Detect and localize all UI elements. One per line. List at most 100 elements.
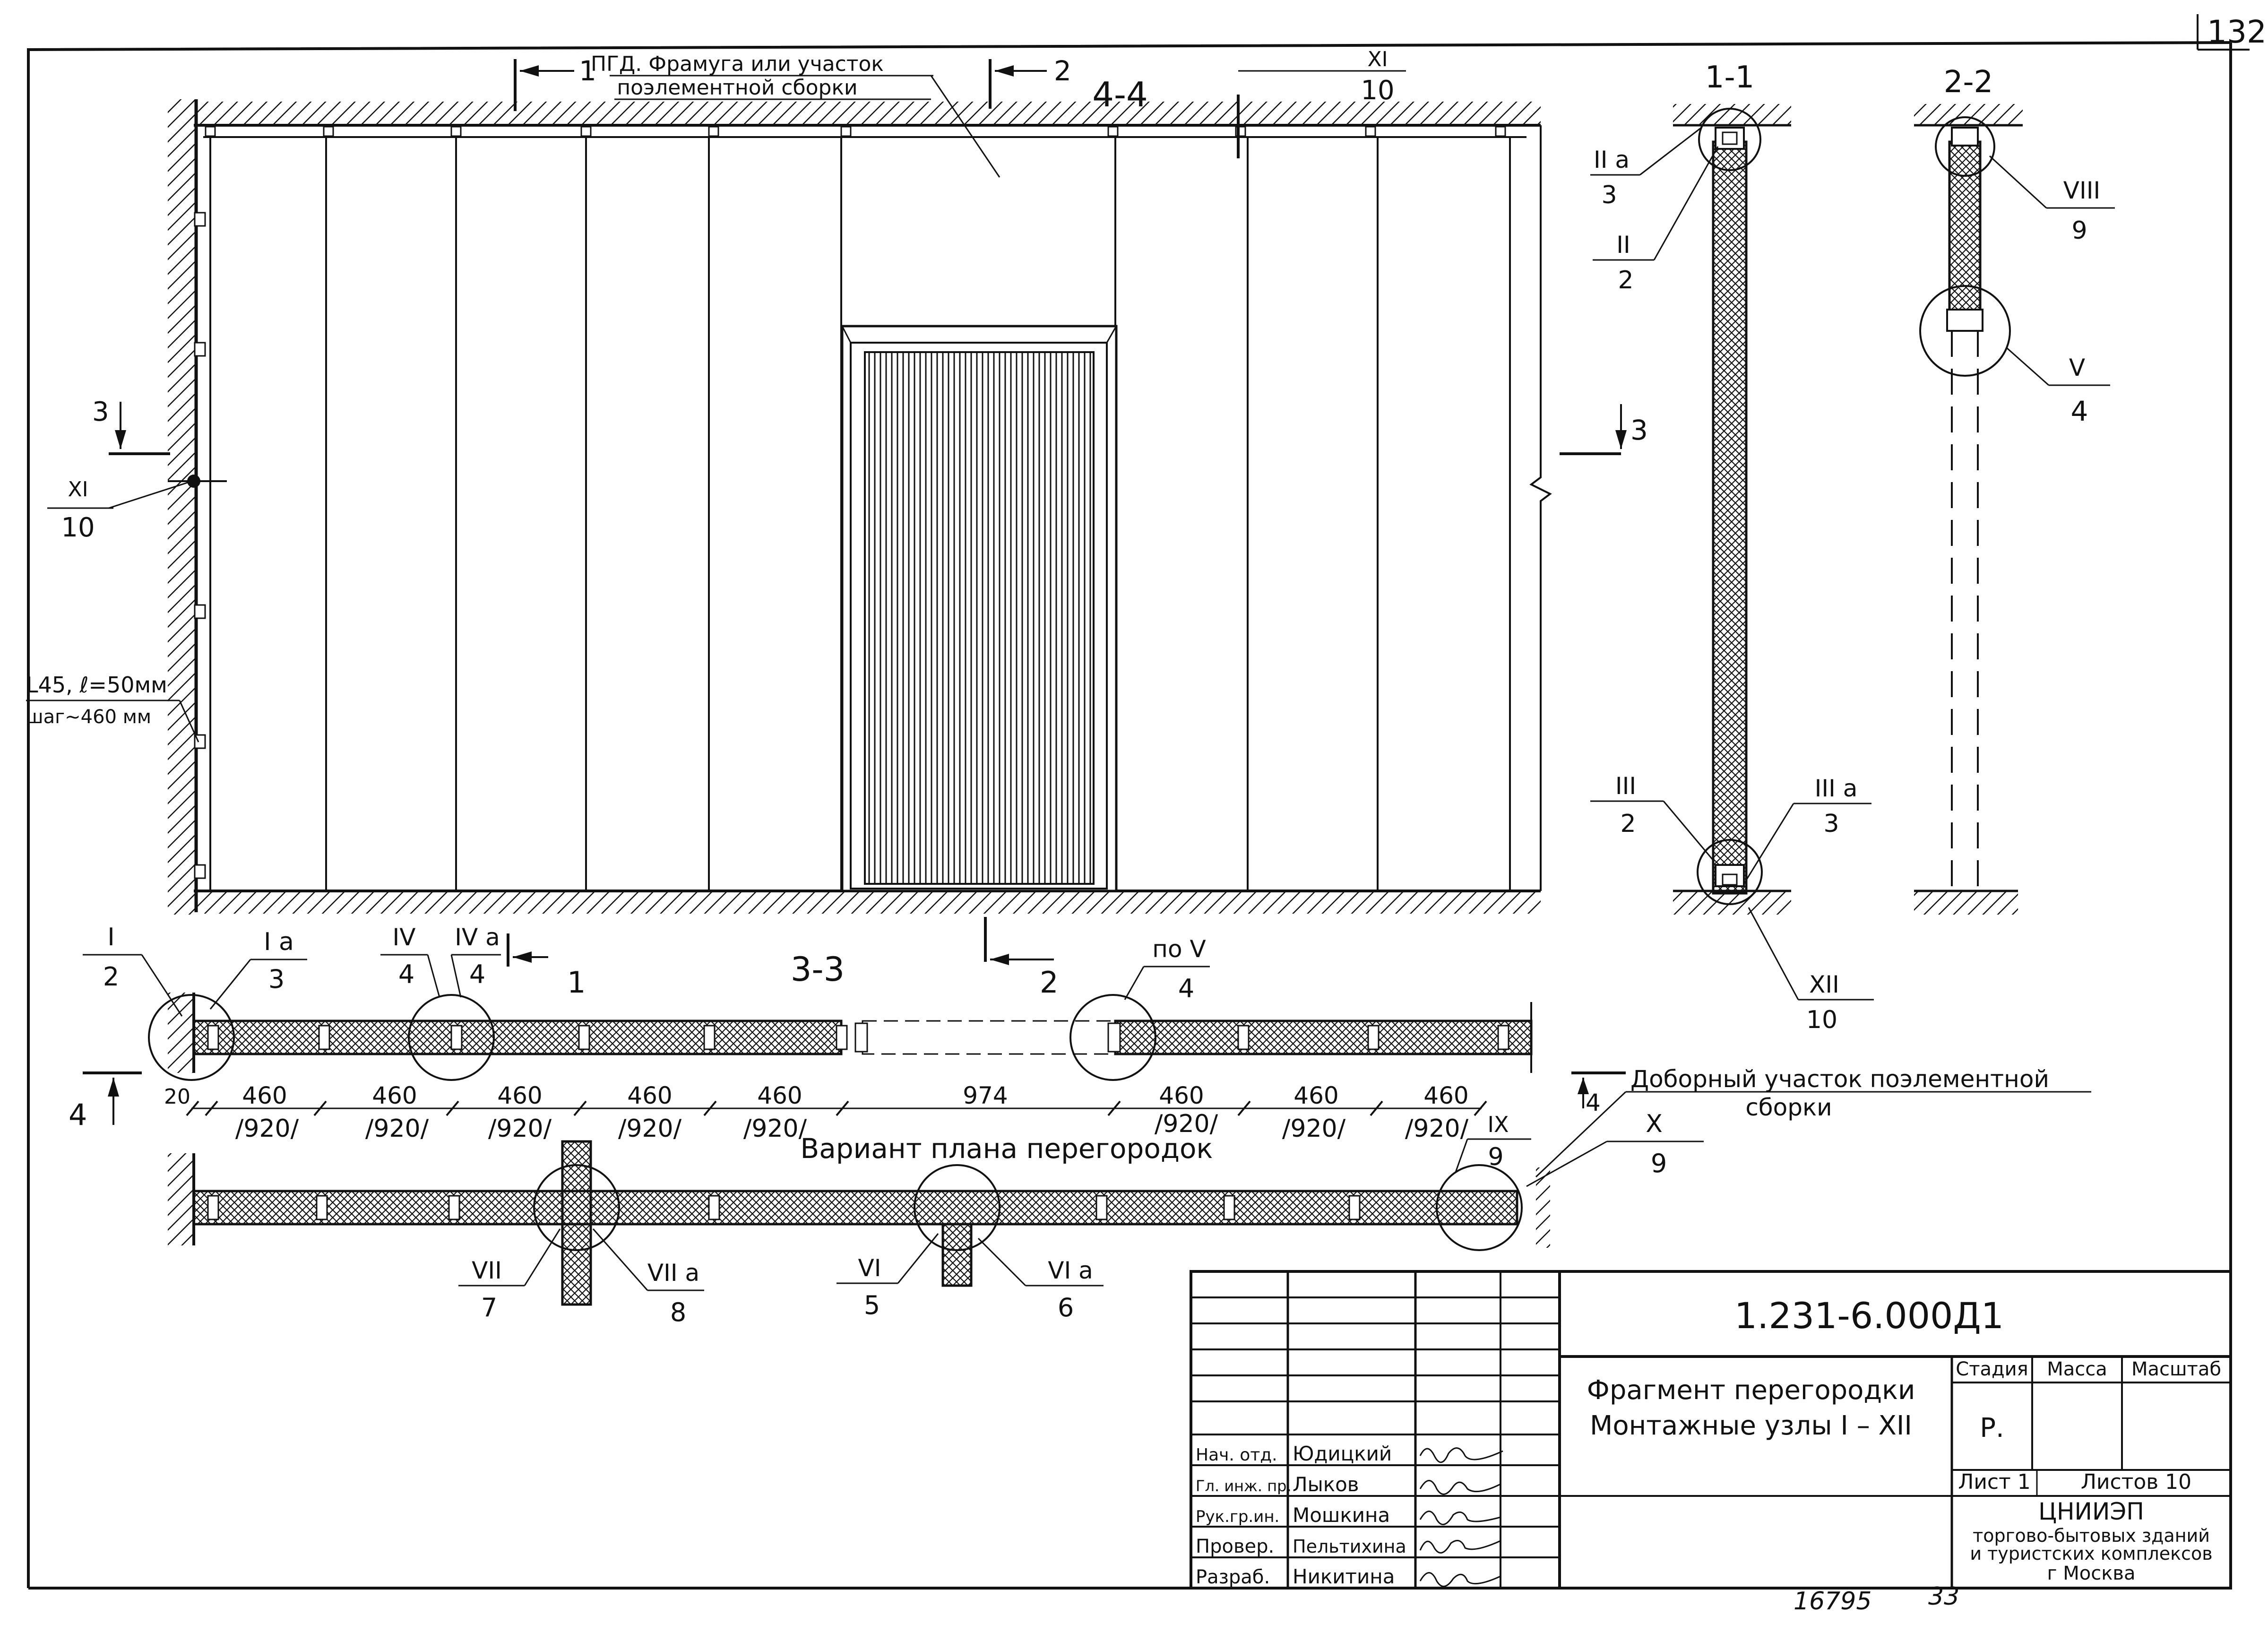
- ref-xi-10-top: XI 10: [1237, 47, 1406, 158]
- svg-text:6: 6: [1058, 1293, 1074, 1322]
- svg-text:Лист 1: Лист 1: [1958, 1470, 2030, 1494]
- ref-II-2: II 2: [1593, 146, 1719, 294]
- svg-text:VII: VII: [472, 1257, 502, 1284]
- ref-VIa-6: VI а 6: [977, 1237, 1104, 1322]
- svg-text:/920/: /920/: [365, 1115, 429, 1143]
- svg-text:3: 3: [1630, 414, 1648, 446]
- svg-text:I: I: [107, 923, 114, 951]
- svg-text:/920/: /920/: [1155, 1110, 1218, 1138]
- cut3-right: 3: [1560, 404, 1648, 455]
- svg-text:2: 2: [1618, 266, 1633, 294]
- ref-III-2: III 2: [1590, 772, 1714, 861]
- sheet-frame: [27, 14, 2250, 1590]
- svg-text:Масштаб: Масштаб: [2131, 1358, 2221, 1380]
- svg-text:XI: XI: [68, 477, 88, 501]
- svg-text:IV а: IV а: [455, 924, 500, 951]
- svg-text:II: II: [1616, 231, 1630, 259]
- svg-text:XII: XII: [1809, 971, 1839, 998]
- transom-label-line2: поэлементной сборки: [617, 76, 857, 100]
- svg-text:4: 4: [69, 1097, 87, 1132]
- elevation-cut1-label: 1: [579, 55, 596, 87]
- cut3-left: 3: [92, 397, 170, 455]
- svg-text:торгово-бытовых зданий: торгово-бытовых зданий: [1973, 1525, 2210, 1546]
- elevation-cut2-label: 2: [1054, 55, 1071, 87]
- svg-text:2: 2: [1620, 810, 1636, 838]
- elevation-title: 4-4: [1092, 75, 1148, 114]
- svg-text:1-1: 1-1: [1705, 60, 1755, 95]
- svg-text:460: 460: [1423, 1082, 1468, 1109]
- svg-text:2-2: 2-2: [1944, 65, 1993, 100]
- svg-text:4: 4: [1178, 974, 1194, 1003]
- svg-text:3: 3: [1601, 181, 1617, 209]
- ref-poV-4: по V 4: [1124, 935, 1210, 1003]
- svg-text:3-3: 3-3: [791, 950, 845, 989]
- ref-V-4: V 4: [2006, 346, 2110, 427]
- svg-text:V: V: [2069, 354, 2085, 381]
- svg-text:IX: IX: [1487, 1112, 1509, 1137]
- svg-text:Доборный участок поэлементной: Доборный участок поэлементной: [1630, 1065, 2049, 1093]
- svg-text:7: 7: [481, 1293, 497, 1322]
- svg-text:4: 4: [398, 959, 414, 989]
- svg-text:10: 10: [1361, 75, 1394, 106]
- svg-text:Листов 10: Листов 10: [2081, 1470, 2191, 1494]
- ref-IIIa-3: III а 3: [1743, 775, 1871, 884]
- plan-panels-left: [192, 1020, 843, 1055]
- svg-text:460: 460: [497, 1082, 542, 1109]
- svg-text:/920/: /920/: [488, 1115, 552, 1143]
- svg-text:4: 4: [469, 959, 485, 989]
- ref-VIII-9: VIII 9: [1989, 155, 2115, 245]
- svg-text:/920/: /920/: [743, 1115, 807, 1143]
- svg-text:Юдицкий: Юдицкий: [1293, 1442, 1392, 1465]
- svg-text:10: 10: [1806, 1006, 1837, 1034]
- ref-VII-7: VII 7: [458, 1228, 561, 1322]
- svg-text:/920/: /920/: [235, 1115, 299, 1143]
- svg-text:Лыков: Лыков: [1293, 1473, 1359, 1496]
- svg-text:сборки: сборки: [1745, 1094, 1832, 1121]
- ref-IVa-4: IV а 4: [450, 924, 501, 998]
- svg-text:III а: III а: [1815, 775, 1858, 802]
- svg-text:4: 4: [1586, 1089, 1601, 1116]
- left-wall-hatch: [168, 99, 196, 915]
- svg-text:г Москва: г Москва: [2047, 1563, 2136, 1584]
- svg-text:Гл. инж. пр.: Гл. инж. пр.: [1196, 1477, 1292, 1495]
- svg-text:IV: IV: [393, 924, 416, 951]
- door: [841, 325, 1118, 892]
- ref-IX-9: IX 9: [1455, 1112, 1531, 1173]
- title-block: [1190, 1270, 2232, 1590]
- svg-text:5: 5: [864, 1290, 880, 1320]
- ceiling-hatch: [194, 102, 1541, 125]
- ref-X-9: X 9: [1526, 1110, 1704, 1187]
- ref-VI-5: VI 5: [836, 1233, 939, 1320]
- plan-variant: Вариант плана перегородок IX 9: [168, 1110, 1704, 1327]
- svg-text:Масса: Масса: [2047, 1358, 2107, 1380]
- svg-text:9: 9: [1651, 1149, 1667, 1178]
- svg-text:Разраб.: Разраб.: [1196, 1566, 1270, 1588]
- section-2-2: 2-2 VIII 9 V 4: [1914, 65, 2115, 915]
- svg-text:3: 3: [1823, 810, 1839, 838]
- svg-text:/920/: /920/: [618, 1115, 682, 1143]
- plan-3-3: 3-3 I 2: [69, 917, 2091, 1178]
- infill-note: Доборный участок поэлементной сборки: [1535, 1065, 2091, 1178]
- svg-text:шаг~460 мм: шаг~460 мм: [26, 706, 151, 728]
- svg-text:460: 460: [242, 1082, 287, 1109]
- svg-text:Мошкина: Мошкина: [1293, 1503, 1390, 1527]
- plan-cut2: 2: [984, 917, 1058, 1000]
- footer-number-left: 16795: [1794, 1587, 1871, 1616]
- svg-text:III: III: [1615, 772, 1636, 800]
- ref-I-2: I 2: [83, 923, 183, 1017]
- svg-text:/920/: /920/: [1405, 1115, 1469, 1143]
- door-fluted-panel: [864, 351, 1095, 885]
- footer-number-right: 33: [1928, 1582, 1959, 1611]
- transom-label-line1: ПГД. Фрамуга или участок: [591, 52, 884, 76]
- svg-text:и туристских комплексов: и туристских комплексов: [1970, 1543, 2212, 1564]
- wall-angles: [194, 212, 206, 879]
- svg-text:8: 8: [670, 1297, 686, 1327]
- svg-text:VI а: VI а: [1048, 1257, 1093, 1284]
- svg-text:Провер.: Провер.: [1196, 1536, 1274, 1557]
- svg-text:3: 3: [268, 964, 285, 994]
- plan-cut4-left: 4: [69, 1071, 142, 1132]
- drawing-title-line1: Фрагмент перегородки: [1587, 1375, 1915, 1406]
- ceiling-clips: [205, 126, 1506, 137]
- svg-text:1: 1: [567, 965, 586, 1000]
